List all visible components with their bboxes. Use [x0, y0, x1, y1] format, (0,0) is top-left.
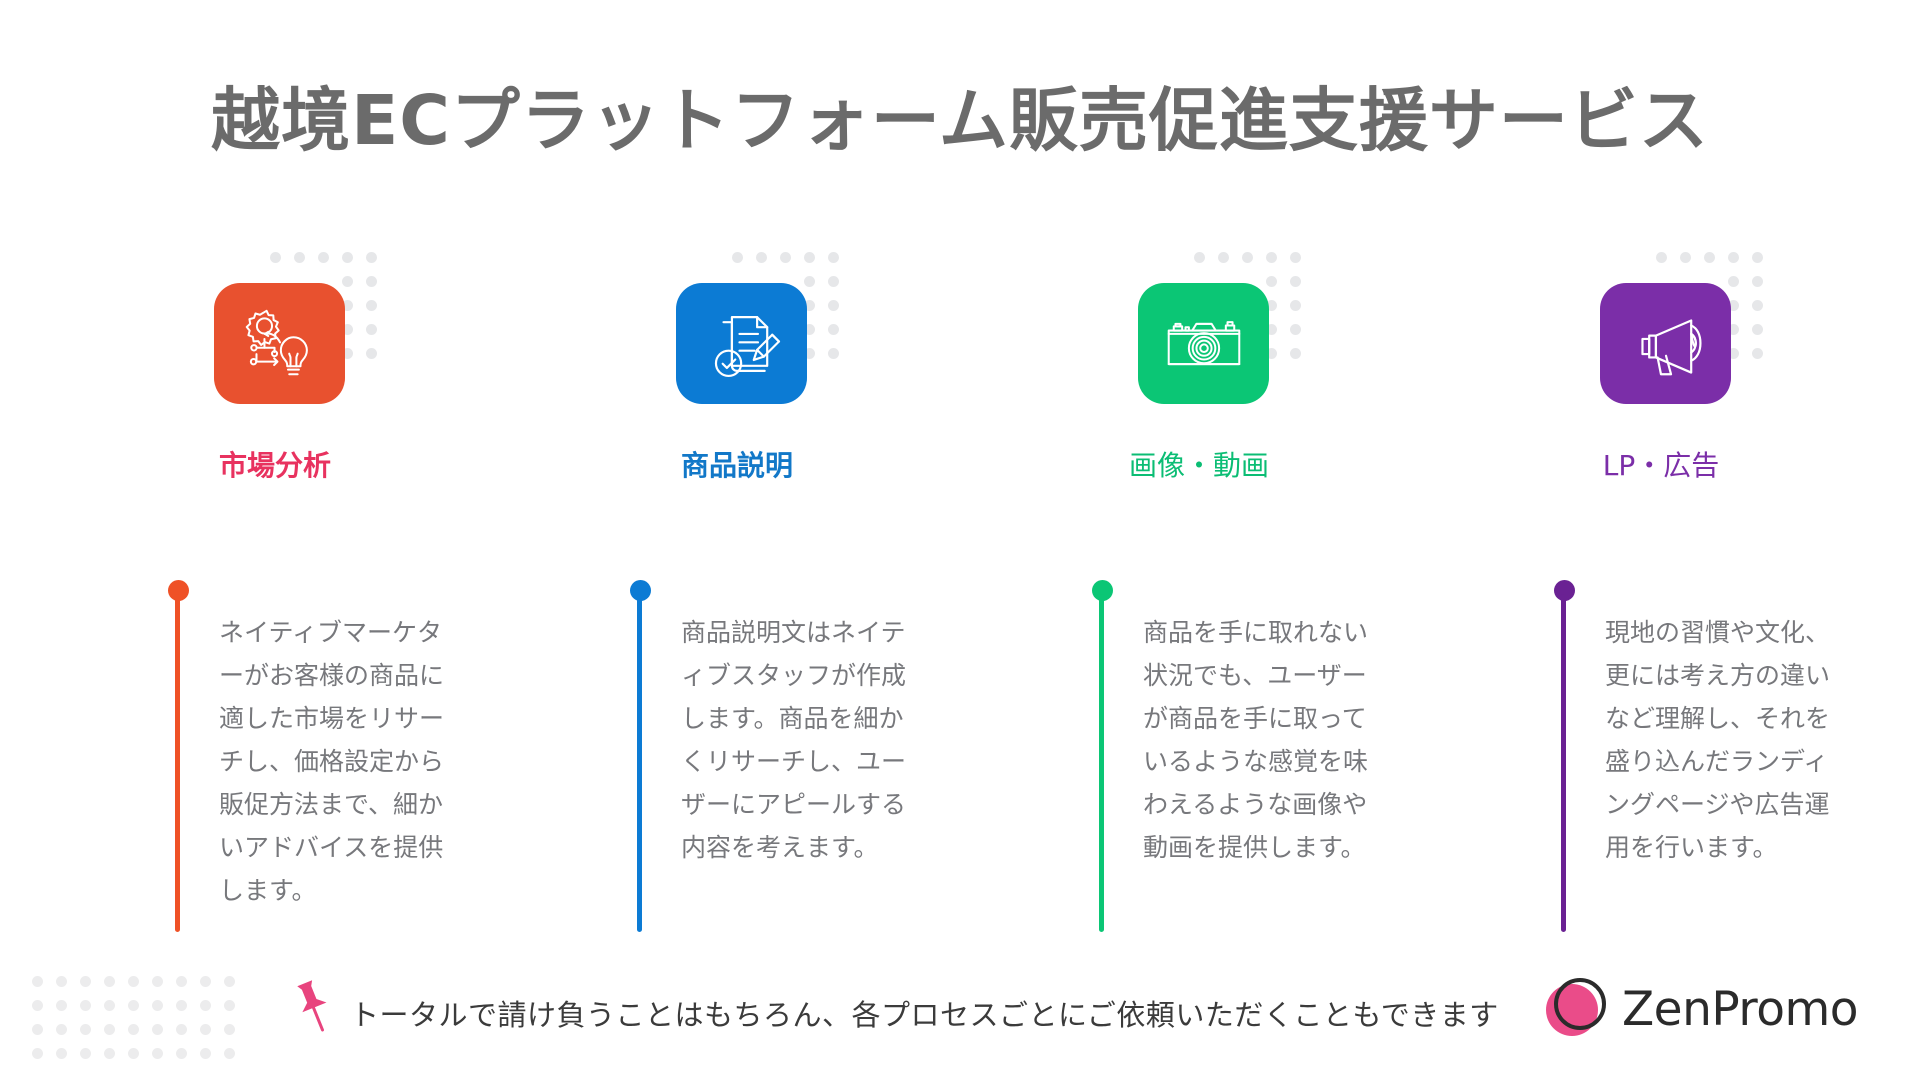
icon-card-image-video[interactable]: [1138, 283, 1269, 404]
service-column-image-video: 画像・動画 商品を手に取れない状況でも、ユーザーが商品を手に取っているような感覚…: [1014, 0, 1384, 1080]
page-title: 越境ECプラットフォーム販売促進支援サービス: [211, 81, 1709, 161]
description-product-description: 商品説明文はネイティブスタッフが作成します。商品を細かくリサーチし、ユーザーにア…: [681, 618, 907, 862]
description-lp-ads: 現地の習慣や文化、更には考え方の違いなど理解し、それを盛り込んだランディングペー…: [1605, 618, 1831, 862]
footer-note: トータルで請け負うことはもちろん、各プロセスごとにご依頼いただくこともできます: [350, 998, 1499, 1032]
megaphone-icon: [1640, 318, 1702, 375]
category-label-market-analysis: 市場分析: [218, 449, 331, 482]
service-column-market-analysis: 市場分析 ネイティブマーケターがお客様の商品に適した市場をリサーチし、価格設定か…: [90, 0, 460, 1080]
category-label-product-description: 商品説明: [680, 449, 793, 482]
zenpromo-logo-text: ZenPromo: [1621, 981, 1859, 1037]
pushpin-icon: [289, 978, 335, 1034]
dot-pattern-decoration: [270, 252, 378, 360]
dot-pattern-decoration: [1194, 252, 1302, 360]
dot-pattern-decoration: [732, 252, 840, 360]
service-column-lp-ads: LP・広告 現地の習慣や文化、更には考え方の違いなど理解し、それを盛り込んだラン…: [1476, 0, 1846, 1080]
category-label-image-video: 画像・動画: [1128, 449, 1269, 482]
camera-icon: [1167, 320, 1240, 365]
timeline-dot-image-video: [1092, 580, 1113, 601]
timeline-line-product-description: [637, 594, 642, 932]
gear-lightbulb-icon: [245, 309, 308, 375]
category-label-lp-ads: LP・広告: [1602, 449, 1720, 482]
footer-dot-pattern: [32, 976, 238, 1059]
timeline-dot-lp-ads: [1554, 580, 1575, 601]
timeline-dot-market-analysis: [168, 580, 189, 601]
icon-card-lp-ads[interactable]: [1600, 283, 1731, 404]
description-market-analysis: ネイティブマーケターがお客様の商品に適した市場をリサーチし、価格設定から販促方法…: [219, 618, 445, 905]
timeline-dot-product-description: [630, 580, 651, 601]
timeline-line-lp-ads: [1561, 594, 1566, 932]
icon-card-market-analysis[interactable]: [214, 283, 345, 404]
document-pencil-check-icon: [714, 315, 780, 377]
dot-pattern-decoration: [1656, 252, 1764, 360]
description-image-video: 商品を手に取れない状況でも、ユーザーが商品を手に取っているような感覚を味わえるよ…: [1143, 618, 1369, 862]
timeline-line-image-video: [1099, 594, 1104, 932]
service-column-product-description: 商品説明 商品説明文はネイティブスタッフが作成します。商品を細かくリサーチし、ユ…: [552, 0, 922, 1080]
logo-ring-circle: [1553, 978, 1606, 1030]
timeline-line-market-analysis: [175, 594, 180, 932]
zenpromo-logo-mark: [1545, 978, 1608, 1040]
icon-card-product-description[interactable]: [676, 283, 807, 404]
zenpromo-logo: ZenPromo: [1545, 978, 1859, 1040]
